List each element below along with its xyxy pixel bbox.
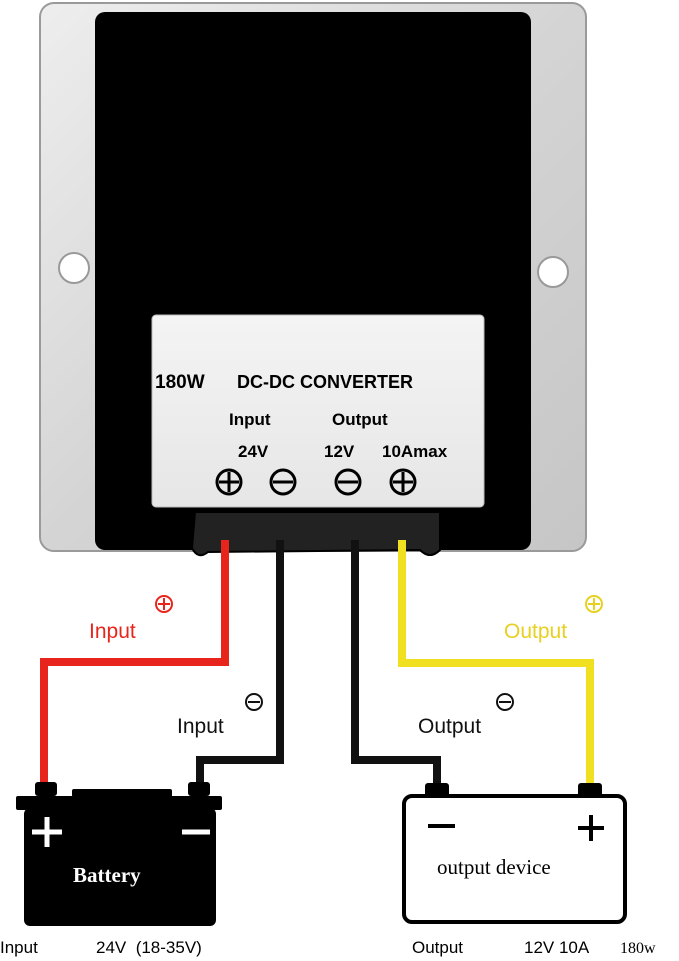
- input-negative-wire: [196, 540, 284, 790]
- plus-symbol-icon: [215, 468, 243, 496]
- output-heading: Output: [332, 410, 388, 429]
- spec-label: [151, 314, 485, 508]
- wire-plus-icon: [155, 595, 173, 613]
- output-positive-wire: [398, 540, 594, 790]
- footer-input-spec: 24V (18-35V): [96, 938, 202, 957]
- plus-symbol-icon: [389, 468, 417, 496]
- battery-plus-icon: [32, 817, 62, 847]
- output-negative-wire: [351, 540, 441, 790]
- footer-output-power: 180w: [620, 940, 656, 957]
- converter-power: 180W: [155, 372, 205, 393]
- wire-plus-icon: [585, 595, 603, 613]
- footer-output-spec: 12V 10A: [524, 938, 590, 957]
- battery-label: Battery: [73, 863, 141, 887]
- wire-minus-icon: [245, 693, 263, 711]
- minus-symbol-icon: [269, 468, 297, 496]
- input-heading: Input: [229, 410, 271, 429]
- input-positive-wire: [40, 540, 229, 790]
- output-current: 10Amax: [382, 442, 448, 461]
- label-terminal-symbols: [215, 468, 417, 496]
- output-device: [402, 783, 627, 924]
- battery: [16, 782, 222, 926]
- wire-minus-icon: [496, 693, 514, 711]
- mount-hole-left: [58, 252, 90, 284]
- input-negative-label: Input: [177, 715, 224, 738]
- converter-title: DC-DC CONVERTER: [237, 372, 413, 392]
- mount-hole-right: [537, 256, 569, 288]
- device-plus-icon: [578, 815, 604, 841]
- output-voltage: 12V: [324, 442, 355, 461]
- device-label: output device: [437, 855, 551, 879]
- footer-output-label: Output: [412, 938, 463, 957]
- output-positive-label: Output: [504, 620, 567, 643]
- footer-input-label: Input: [0, 938, 38, 957]
- output-negative-label: Output: [418, 715, 481, 738]
- input-voltage: 24V: [238, 442, 269, 461]
- input-positive-label: Input: [89, 620, 136, 643]
- wire-gland: [190, 511, 441, 557]
- minus-symbol-icon: [334, 468, 362, 496]
